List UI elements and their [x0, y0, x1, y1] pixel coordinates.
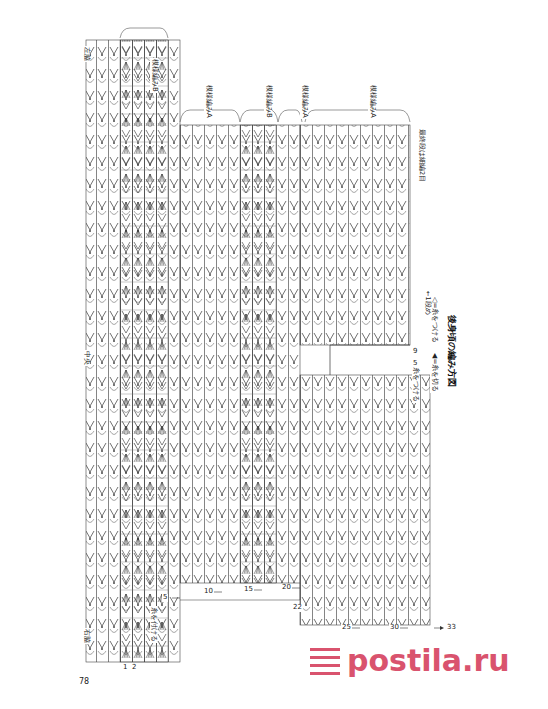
- row-number: 15: [243, 586, 254, 594]
- row-number: 9: [412, 348, 418, 356]
- pattern-name: 模様編みB: [264, 84, 272, 119]
- page-number: 78: [78, 678, 90, 687]
- pattern-name: 模様編みA: [368, 84, 376, 119]
- legend-note: ◀=糸を切る: [430, 352, 438, 393]
- row-number: 1: [122, 664, 128, 672]
- side-mark: 左脇: [82, 46, 90, 62]
- row-number: 25: [341, 624, 352, 632]
- center-mark: 中央: [82, 350, 90, 366]
- legend-note: ◁=糸をつける: [430, 296, 438, 344]
- side-mark: 右脇: [82, 628, 90, 644]
- pattern-name: 模様編みA: [204, 84, 212, 119]
- row-number: 33: [446, 624, 457, 632]
- chart-title: 後身頃の編み方図: [446, 314, 456, 388]
- watermark: postila.ru: [346, 644, 511, 677]
- row-number: 22: [292, 604, 303, 612]
- pattern-name: 模様編みB: [150, 58, 158, 93]
- row-number: 2: [131, 664, 137, 672]
- thread-note: 糸を付ける: [150, 606, 157, 643]
- pattern-name: 模様編みA: [300, 84, 308, 119]
- row-number: 30: [389, 624, 400, 632]
- row-number: 5: [162, 594, 168, 602]
- row-number: 20: [281, 584, 292, 592]
- note: 最終段は細編2目: [418, 128, 425, 183]
- row-note: ←1段め: [424, 290, 431, 316]
- thread-note: 糸をつける: [412, 366, 419, 403]
- row-number: 10: [203, 588, 214, 596]
